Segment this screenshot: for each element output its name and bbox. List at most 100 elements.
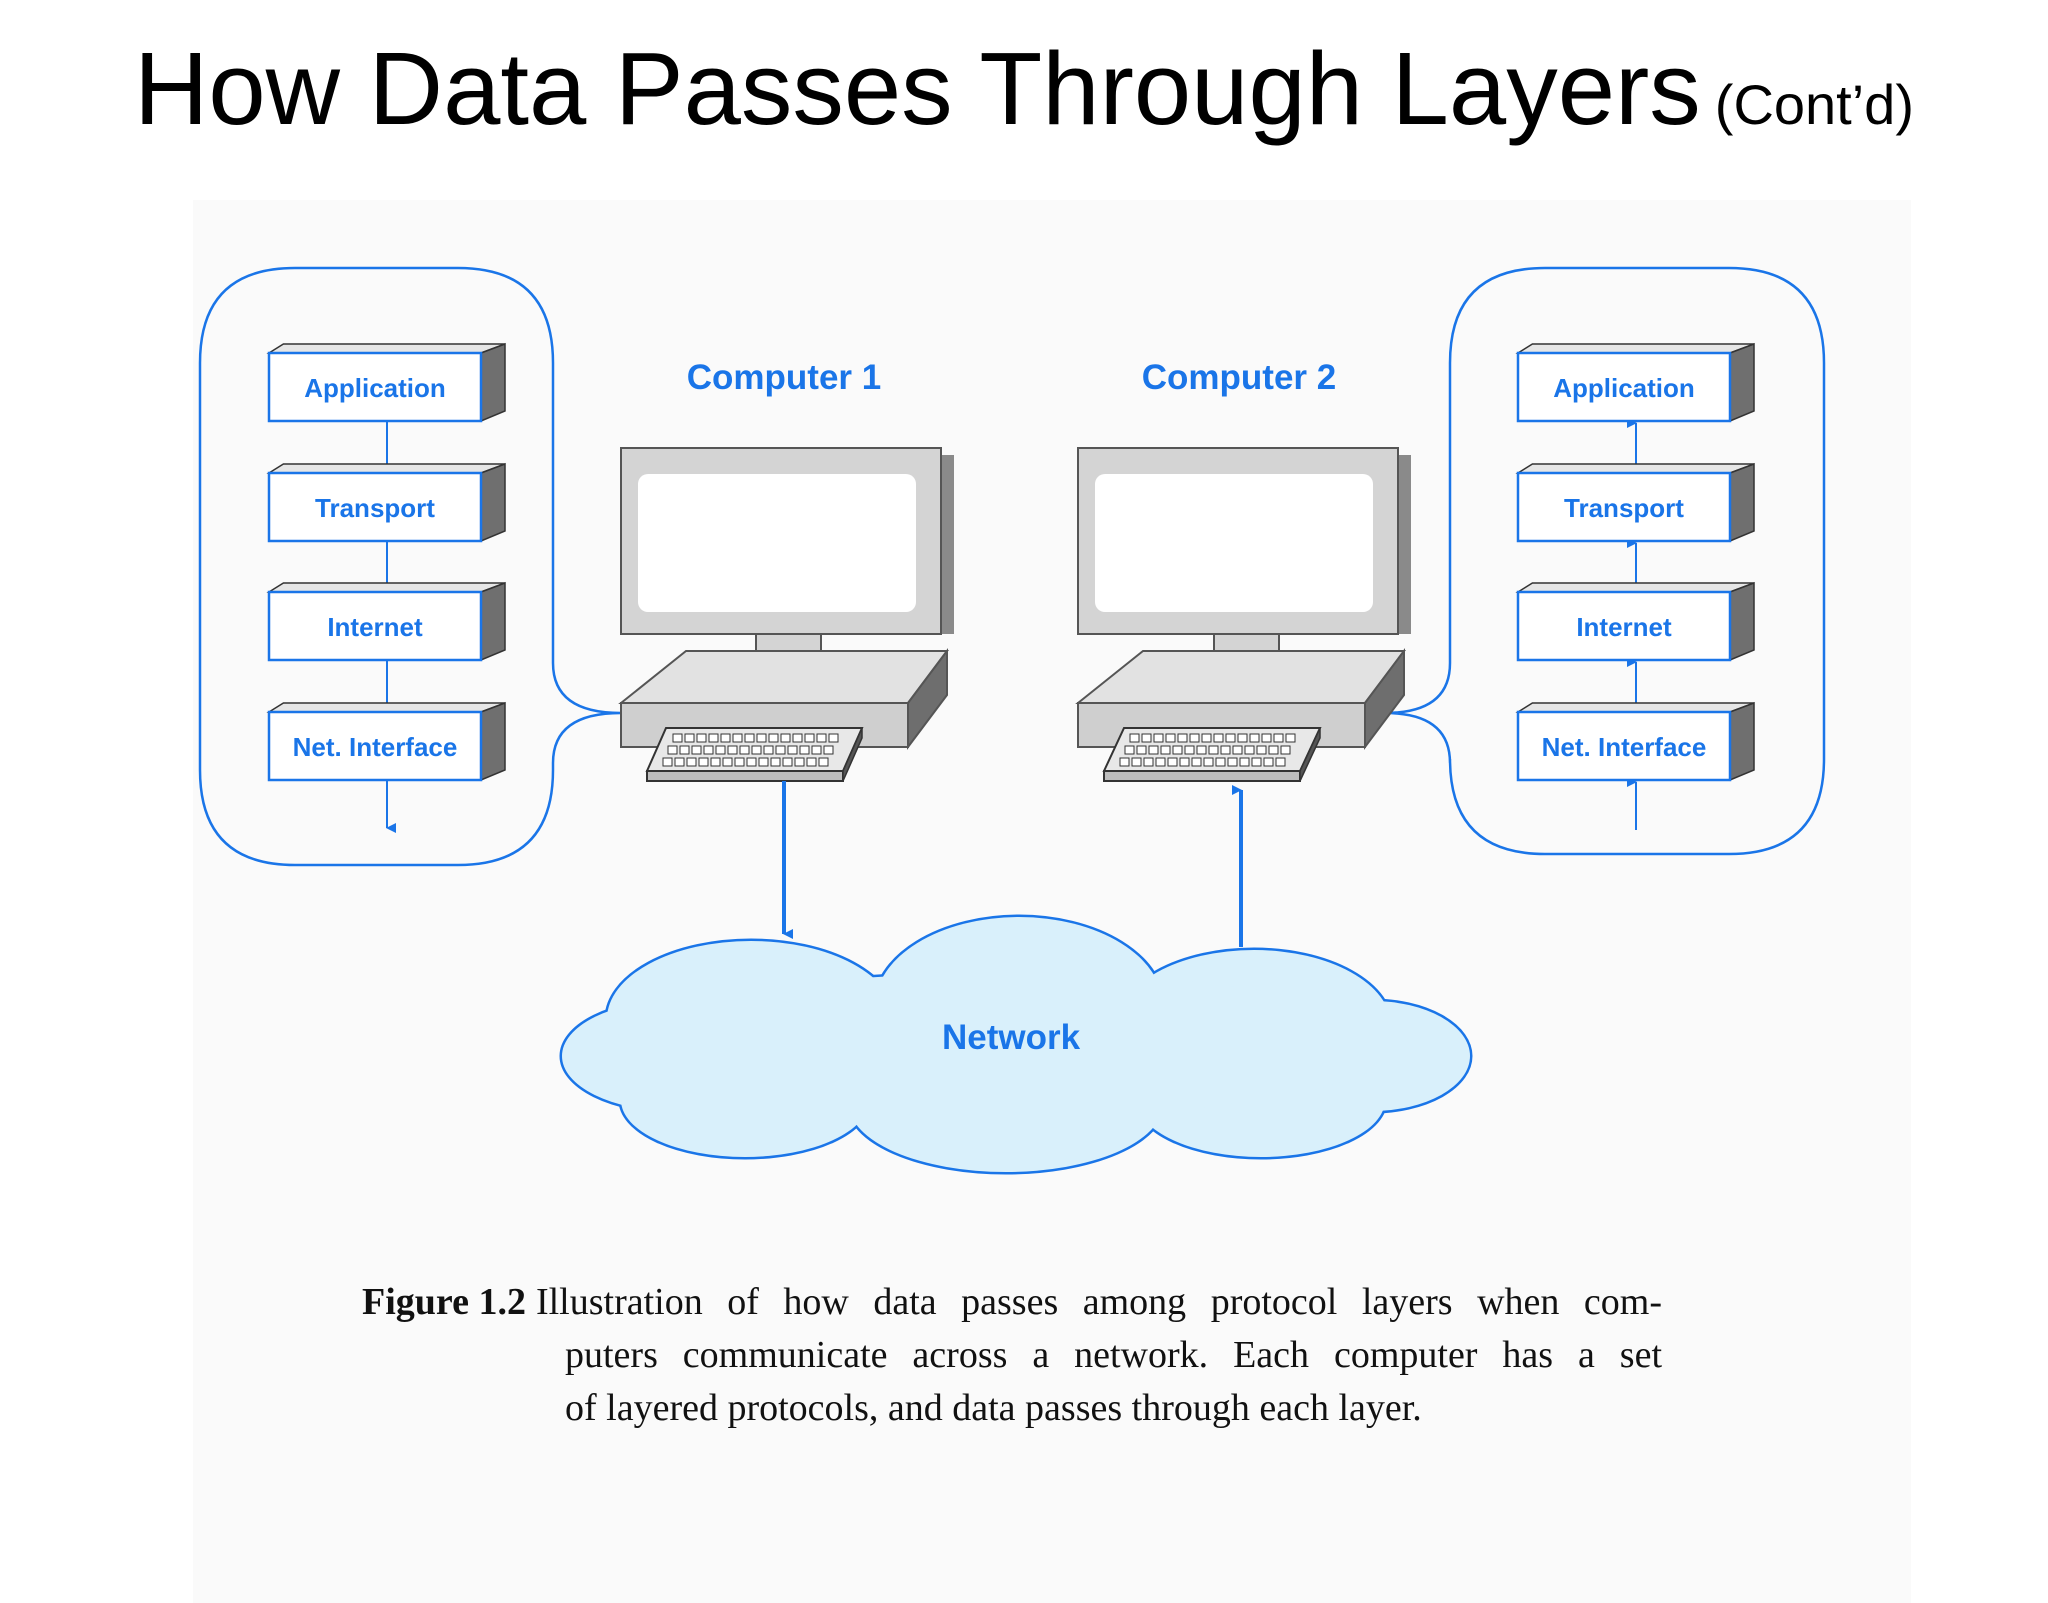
keyboard-key (1203, 757, 1214, 767)
system-unit-top (618, 650, 949, 704)
computer2-layer-box (1516, 471, 1732, 543)
keyboard-key (722, 757, 733, 767)
keyboard-key (1213, 733, 1224, 743)
keyboard-key (732, 733, 743, 743)
keyboard-key (679, 745, 690, 755)
keyboard-key (818, 757, 829, 767)
keyboard-key (1244, 745, 1255, 755)
keyboard-key (1273, 733, 1284, 743)
keyboard-key (794, 757, 805, 767)
keyboard-key (763, 745, 774, 755)
keyboard-key (703, 745, 714, 755)
computer2-layer-box (1516, 710, 1732, 782)
computer2-layer-box (1516, 590, 1732, 662)
computer1-layer-box (267, 710, 483, 782)
figure-panel (193, 200, 1911, 1603)
computer-2 (1075, 447, 1411, 782)
keyboard-key (1225, 733, 1236, 743)
keyboard-key (746, 757, 757, 767)
figure-caption: Figure 1.2 Illustration of how data pass… (362, 1276, 1662, 1435)
keyboard-key (1285, 733, 1296, 743)
keyboard-key (696, 733, 707, 743)
keyboard-key (1237, 733, 1248, 743)
keyboard-key (1167, 757, 1178, 767)
computer1-layer-internet: Internet (327, 612, 423, 642)
keyboard-key (1215, 757, 1226, 767)
monitor-screen (638, 474, 916, 612)
computer2-label: Computer 2 (1142, 358, 1336, 397)
keyboard-key (1136, 745, 1147, 755)
caption-line-2: puters communicate across a network. Eac… (565, 1334, 1662, 1376)
keyboard-key (768, 733, 779, 743)
keyboard-key (811, 745, 822, 755)
keyboard-key (1129, 733, 1140, 743)
computer2-layer-box (1516, 351, 1732, 423)
caption-line-1: Figure 1.2 Illustration of how data pass… (362, 1276, 1662, 1329)
computer2-layer-application: Application (1553, 373, 1695, 403)
keyboard-key (1191, 757, 1202, 767)
keyboard-key (1172, 745, 1183, 755)
keyboard-key (691, 745, 702, 755)
keyboard-key (739, 745, 750, 755)
keyboard-key (686, 757, 697, 767)
keyboard-key (710, 757, 721, 767)
computer2-stack-outline (1384, 266, 1826, 856)
computer-1 (618, 447, 954, 782)
computer1-layer-box (267, 590, 483, 662)
keyboard-key (1261, 733, 1272, 743)
keyboard-key (1196, 745, 1207, 755)
computer2-layer-net-interface: Net. Interface (1542, 732, 1707, 762)
keyboard-key (698, 757, 709, 767)
computer1-layer-net-interface: Net. Interface (293, 732, 458, 762)
keyboard-key (662, 757, 673, 767)
system-unit-top (1075, 650, 1406, 704)
keyboard-key (727, 745, 738, 755)
keyboard-key (672, 733, 683, 743)
keyboard-key (720, 733, 731, 743)
computer1-label: Computer 1 (687, 358, 881, 397)
title-main: How Data Passes Through Layers (134, 31, 1701, 146)
monitor-screen (1095, 474, 1373, 612)
keyboard-key (715, 745, 726, 755)
computer1-stack-outline (198, 266, 622, 867)
keyboard-key (1141, 733, 1152, 743)
keyboard-key (770, 757, 781, 767)
keyboard-key (708, 733, 719, 743)
keyboard-key (1124, 745, 1135, 755)
keyboard-key (1251, 757, 1262, 767)
keyboard-key (1165, 733, 1176, 743)
computer1-layer-application: Application (304, 373, 446, 403)
keyboard-key (684, 733, 695, 743)
keyboard-key (1143, 757, 1154, 767)
keyboard-key (1263, 757, 1274, 767)
keyboard-key (1153, 733, 1164, 743)
slide-title: How Data Passes Through Layers(Cont’d) (0, 30, 2048, 148)
caption-line-3: of layered protocols, and data passes th… (565, 1387, 1422, 1429)
keyboard-key (806, 757, 817, 767)
keyboard-key (828, 733, 839, 743)
keyboard-key (1232, 745, 1243, 755)
keyboard-key (1189, 733, 1200, 743)
keyboard-key (667, 745, 678, 755)
keyboard-key (799, 745, 810, 755)
keyboard-key (751, 745, 762, 755)
keyboard-key (1184, 745, 1195, 755)
keyboard-key (1160, 745, 1171, 755)
title-subtitle: (Cont’d) (1714, 73, 1914, 136)
keyboard-key (1220, 745, 1231, 755)
keyboard-key (1268, 745, 1279, 755)
keyboard-key (1177, 733, 1188, 743)
keyboard-key (816, 733, 827, 743)
keyboard-key (1256, 745, 1267, 755)
keyboard-key (1227, 757, 1238, 767)
keyboard-key (1208, 745, 1219, 755)
system-unit-side (1364, 648, 1405, 750)
keyboard-key (780, 733, 791, 743)
keyboard-key (674, 757, 685, 767)
keyboard-key (1119, 757, 1130, 767)
keyboard-key (1239, 757, 1250, 767)
network-cloud (559, 914, 1473, 1175)
